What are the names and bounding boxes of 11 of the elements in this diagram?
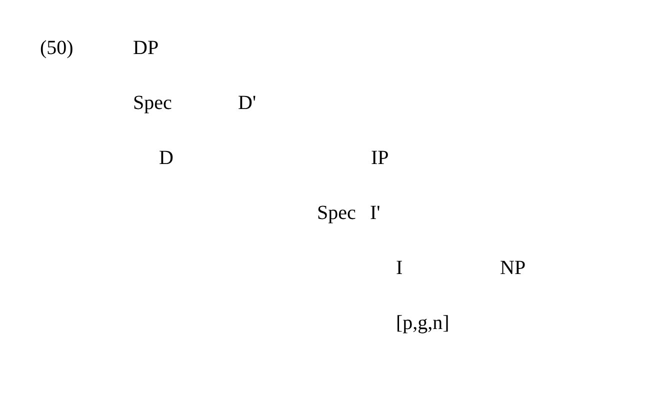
- tree-label: I: [396, 256, 403, 280]
- tree-label: Spec: [317, 201, 356, 225]
- tree-label: I': [370, 201, 380, 225]
- tree-label: D': [238, 91, 256, 115]
- tree-label: Spec: [133, 91, 172, 115]
- feature-label: [p,g,n]: [396, 311, 450, 335]
- tree-label: NP: [500, 256, 526, 280]
- tree-label: DP: [133, 36, 159, 60]
- example-number: (50): [40, 36, 74, 60]
- tree-label: IP: [371, 146, 389, 170]
- tree-label: D: [159, 146, 174, 170]
